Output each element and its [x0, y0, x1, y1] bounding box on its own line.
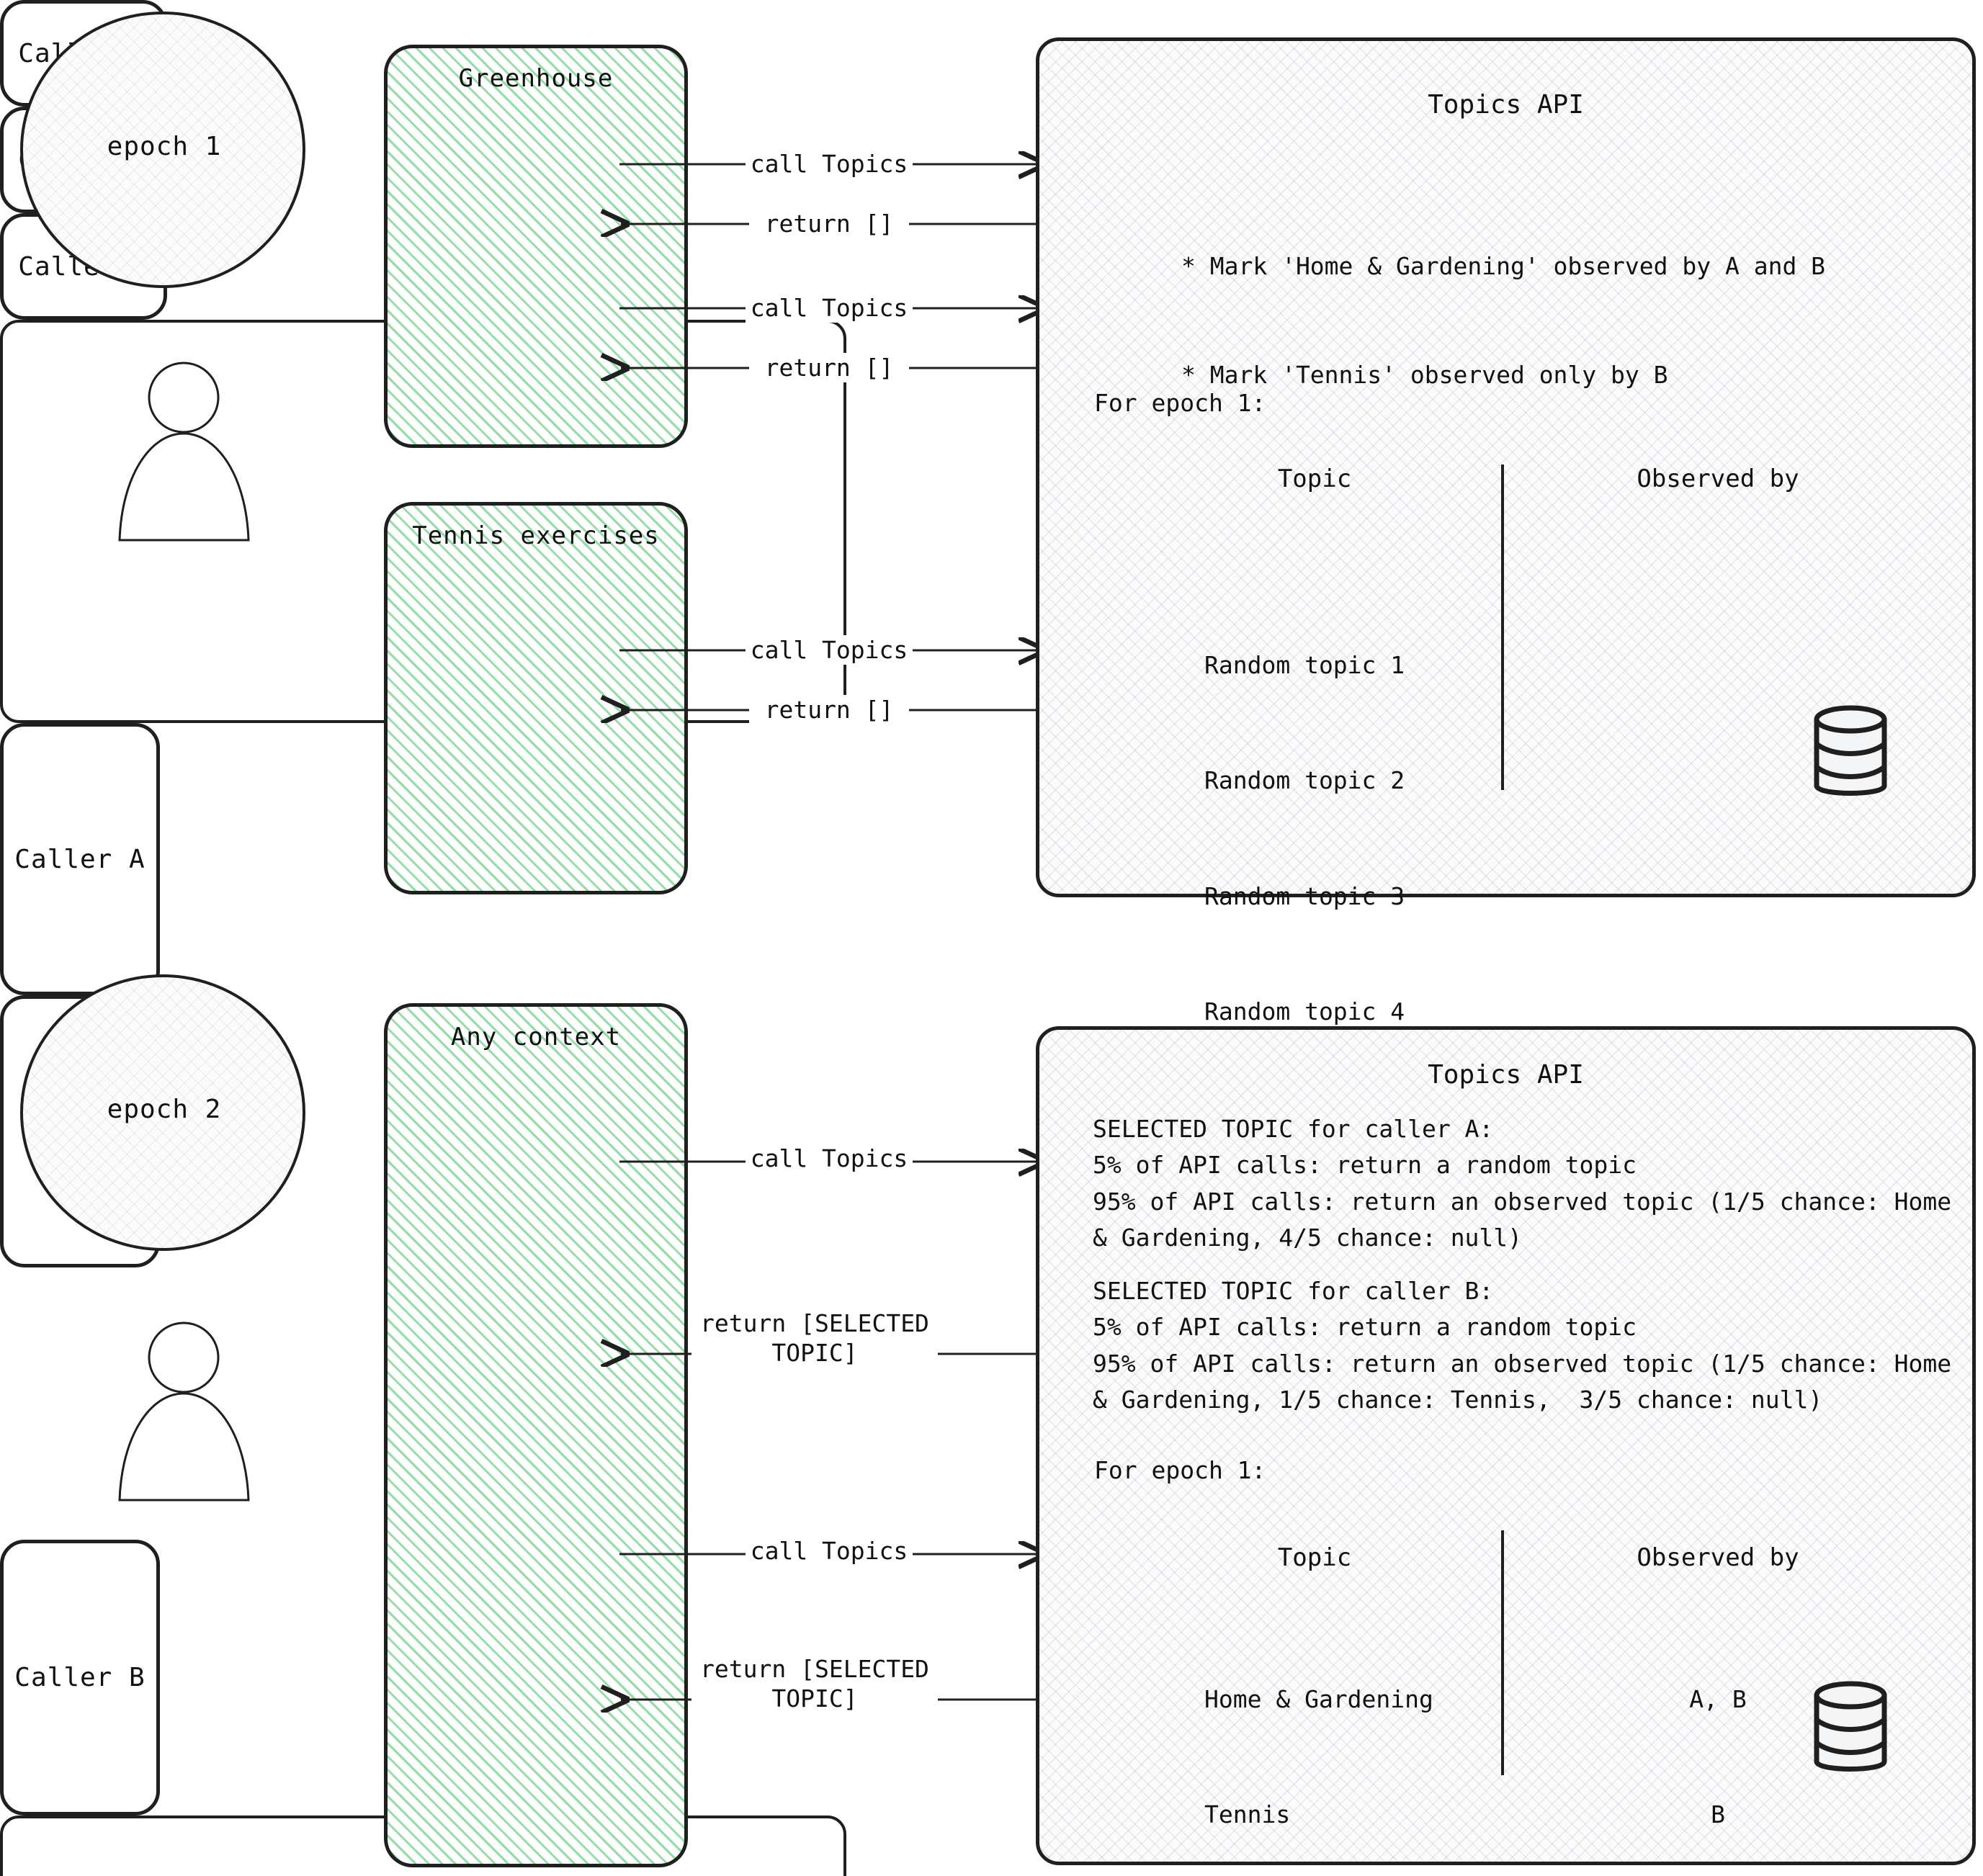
message-label-call-topics: call Topics: [746, 1536, 913, 1566]
database-cylinder-icon: [1814, 1681, 1887, 1772]
topics-api-bullets: * Mark 'Home & Gardening' observed by A …: [1181, 176, 1825, 465]
table-row: Tennis: [1204, 1800, 1291, 1829]
caller-box-any-context-b[interactable]: Caller B: [0, 1540, 160, 1816]
context-greenhouse: Greenhouse: [384, 45, 688, 448]
caller-label: Caller A: [14, 844, 146, 874]
table-row: [1570, 646, 1866, 684]
epoch-ellipse-icon: [20, 974, 305, 1251]
message-label-call-topics: call Topics: [746, 293, 913, 323]
caller-label: Caller B: [14, 1663, 146, 1692]
table-column-header-topic: Topic: [1277, 464, 1352, 493]
table-row: Random topic 3: [1204, 881, 1405, 910]
table-caption: For epoch 1:: [1094, 1456, 1266, 1484]
topics-api-title: Topics API: [1428, 1060, 1584, 1090]
context-any-context: Any context: [384, 1003, 688, 1867]
context-tennis-exercises: Tennis exercises: [384, 502, 688, 894]
table-caption: For epoch 1:: [1094, 389, 1266, 417]
table-column-divider: [1501, 1530, 1504, 1775]
epoch-1-badge: epoch 1: [13, 6, 315, 294]
table-column-divider: [1501, 464, 1504, 790]
database-cylinder-icon: [1814, 705, 1887, 796]
person-icon: [118, 1321, 250, 1502]
message-label-return-selected-topic: return [SELECTED TOPIC]: [691, 1654, 938, 1714]
table-row: Random topic 4: [1204, 997, 1405, 1025]
message-label-return-empty: return []: [749, 209, 909, 239]
message-label-return-empty: return []: [749, 353, 909, 383]
epoch-1-label: epoch 1: [107, 132, 222, 161]
table-row: A, B: [1689, 1684, 1747, 1713]
topics-api-title: Topics API: [1428, 90, 1584, 120]
epoch-2-label: epoch 2: [107, 1095, 222, 1124]
epoch-1-person: [108, 360, 267, 547]
table-column-header-topic: Topic: [1277, 1543, 1352, 1572]
topics-api-bullet: * Mark 'Tennis' observed only by B: [1181, 360, 1668, 389]
topics-api-paragraph-caller-b: SELECTED TOPIC for caller B: 5% of API c…: [1093, 1277, 1952, 1414]
table-row: Home & Gardening: [1204, 1684, 1433, 1713]
context-any-title: Any context: [450, 1023, 622, 1051]
message-label-call-topics: call Topics: [746, 149, 913, 179]
caller-box-any-a[interactable]: Caller A: [0, 723, 160, 995]
message-label-return-selected-topic: return [SELECTED TOPIC]: [691, 1309, 938, 1368]
table-row: B: [1711, 1800, 1725, 1829]
table-column-header-observed-by: Observed by: [1637, 464, 1799, 493]
person-icon: [118, 362, 250, 542]
epoch-2-badge: epoch 2: [13, 969, 315, 1257]
epoch-ellipse-icon: [20, 12, 305, 288]
table-topic-cells: Home & Gardening Tennis Random topic 1 R…: [1204, 1603, 1433, 1876]
topics-api-bullet: * Mark 'Home & Gardening' observed by A …: [1181, 252, 1826, 281]
message-label-call-topics: call Topics: [746, 635, 913, 665]
table-observed-cells: A, B B: [1570, 1603, 1866, 1876]
message-label-call-topics: call Topics: [746, 1144, 913, 1174]
message-label-return-empty: return []: [749, 695, 909, 725]
table-row: [1570, 992, 1866, 1031]
table-column-header-observed-by: Observed by: [1637, 1543, 1799, 1572]
topics-api-paragraph-caller-a: SELECTED TOPIC for caller A: 5% of API c…: [1093, 1115, 1952, 1252]
context-tennis-title: Tennis exercises: [412, 521, 660, 550]
table-row: [1570, 877, 1866, 915]
table-row: Random topic 1: [1204, 650, 1405, 679]
table-row: Random topic 2: [1204, 766, 1405, 795]
context-greenhouse-title: Greenhouse: [458, 64, 614, 93]
epoch-2-person: [108, 1320, 267, 1507]
